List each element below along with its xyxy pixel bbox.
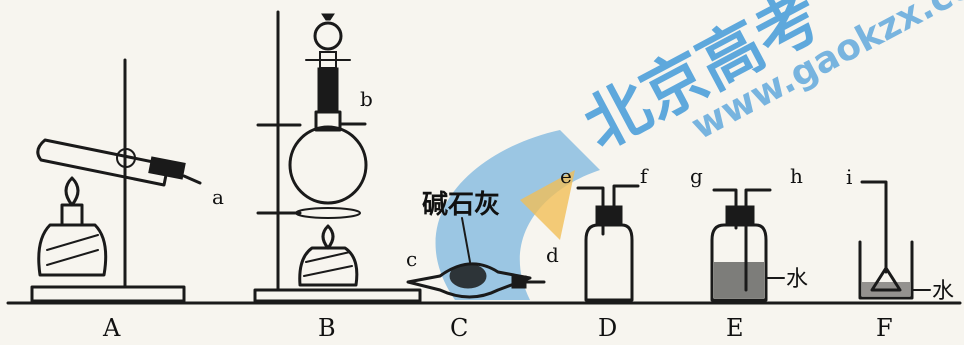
inverted-funnel-F (870, 266, 902, 292)
apparatus-label-A: A (102, 314, 121, 342)
gas-bottle-E (710, 223, 768, 302)
port-label-a: a (212, 185, 224, 209)
stopper-E (725, 205, 755, 225)
soda-lime-fill (449, 263, 487, 289)
apparatus-C: 碱石灰 c d C (406, 190, 559, 342)
gas-bottle-D (584, 223, 634, 302)
port-label-b: b (360, 87, 373, 111)
stopper-A (148, 156, 186, 180)
apparatus-label-F: F (876, 314, 893, 342)
tube-h (744, 188, 772, 292)
stand-base-B (253, 288, 422, 303)
inlet-tube-e (576, 186, 605, 236)
tube-outlet-A (182, 174, 202, 185)
lamp-neck-A (60, 203, 84, 227)
port-label-h: h (790, 164, 803, 188)
funnel-bulb-B (313, 21, 343, 51)
test-tube-A (36, 138, 170, 187)
port-label-c: c (406, 247, 417, 271)
apparatus-B: b B (253, 10, 422, 342)
clamp-A (116, 148, 136, 168)
lamp-hatch-B (303, 251, 353, 277)
tube-g (712, 188, 738, 230)
lamp-hatch-A (46, 234, 99, 266)
stand-base-A (30, 285, 186, 303)
flame-B (321, 224, 335, 250)
watermark-logo-blue (435, 130, 600, 300)
port-label-d: d (546, 243, 559, 267)
tube-i (860, 180, 888, 274)
apparatus-label-B: B (318, 314, 336, 342)
soda-lime-label: 碱石灰 (422, 190, 500, 220)
apparatus-label-E: E (726, 314, 744, 342)
flame-A (64, 176, 80, 207)
funnel-top-B (321, 13, 335, 21)
outlet-tube-f (612, 184, 640, 212)
apparatus-F: 水 i F (846, 165, 954, 342)
port-label-i: i (846, 165, 852, 189)
alcohol-lamp-B (298, 246, 359, 287)
water-E (714, 262, 764, 298)
apparatus-label-C: C (450, 314, 468, 342)
stopper-D (595, 205, 623, 225)
funnel-bore-B (323, 73, 333, 109)
water-label-F: 水 (932, 279, 954, 304)
water-label-E: 水 (786, 267, 808, 292)
beaker-F (858, 240, 914, 300)
stopper-C (511, 275, 527, 289)
iron-ring-B (295, 207, 361, 219)
apparatus-E: 水 g h E (690, 164, 808, 342)
apparatus-A: a A (30, 58, 224, 342)
port-label-f: f (640, 164, 649, 188)
apparatus-label-D: D (598, 314, 617, 342)
port-label-g: g (690, 164, 703, 188)
apparatus-D: e f D (560, 164, 649, 342)
port-label-e: e (560, 164, 572, 188)
round-flask-B (288, 125, 368, 205)
watermark-logo-orange (520, 170, 575, 240)
alcohol-lamp-A (37, 223, 108, 277)
soda-lime-pointer (461, 217, 471, 263)
